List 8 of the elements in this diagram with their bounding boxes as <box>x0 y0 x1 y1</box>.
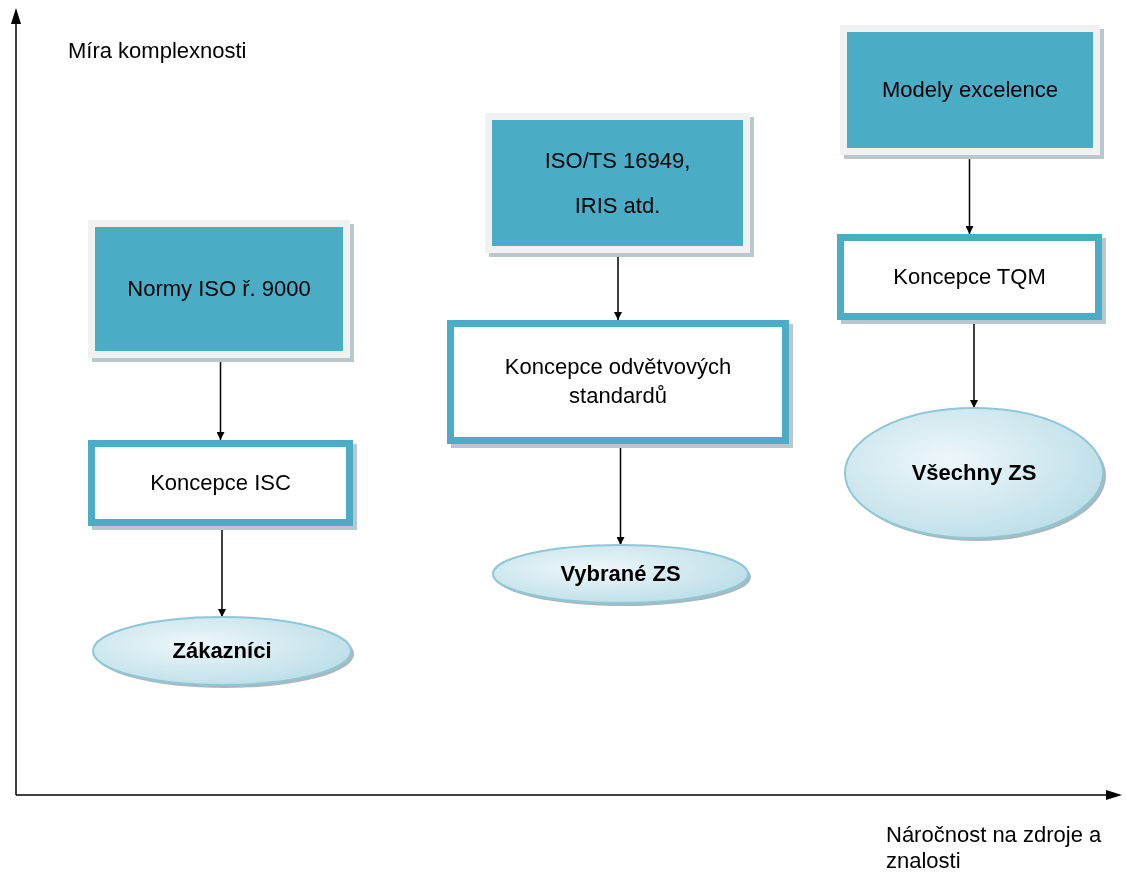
axis-label: Náročnost na zdroje a znalosti <box>886 822 1103 875</box>
arrow <box>614 256 622 321</box>
arrow <box>616 447 625 546</box>
arrow <box>218 529 226 618</box>
arrow <box>970 323 978 409</box>
arrow <box>216 361 225 441</box>
arrow <box>965 158 974 235</box>
axis-label: Míra komplexnosti <box>68 38 248 65</box>
